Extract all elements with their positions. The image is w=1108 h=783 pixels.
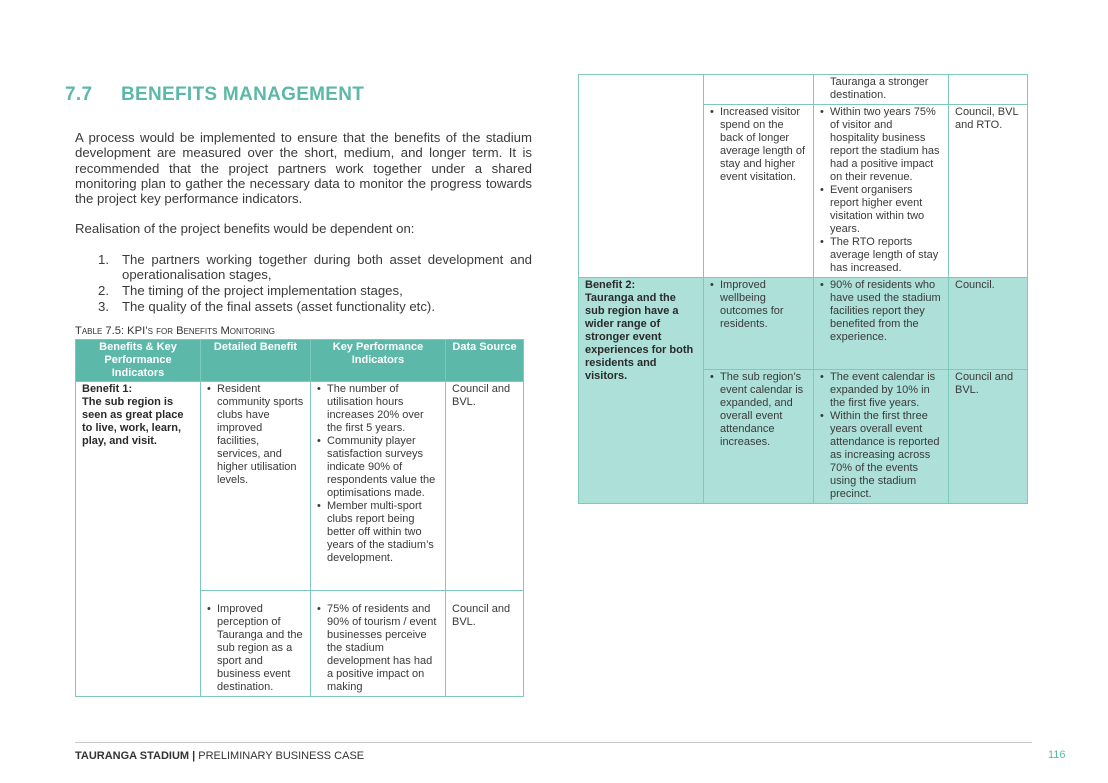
section-heading: 7.7 BENEFITS MANAGEMENT [65, 84, 364, 106]
kpi-item: Within the first three years overall eve… [820, 410, 942, 501]
page-number: 116 [1048, 749, 1066, 761]
detail-text: Improved wellbeing outcomes for resident… [710, 279, 807, 331]
table-row: Benefit 1: The sub region is seen as gre… [75, 381, 524, 697]
list-number: 1. [98, 252, 109, 267]
kpi-item: The number of utilisation hours increase… [317, 383, 439, 435]
kpi-item: Within two years 75% of visitor and hosp… [820, 106, 942, 184]
section-title: BENEFITS MANAGEMENT [121, 84, 365, 105]
kpi-item: The event calendar is expanded by 10% in… [820, 371, 942, 410]
benefit-2-cell: Benefit 2: Tauranga and the sub region h… [578, 277, 704, 504]
table-caption: Table 7.5: KPI’s for Benefits Monitoring [75, 325, 275, 337]
kpi-item: Community player satisfaction surveys in… [317, 435, 439, 500]
kpi-continuation-text: Tauranga a stronger destination. [830, 76, 929, 101]
detail-cell: Increased visitor spend on the back of l… [703, 104, 814, 278]
detail-text: The sub region’s event calendar is expan… [710, 371, 807, 449]
table-row: Tauranga a stronger destination. [578, 74, 1028, 278]
source-cell: Council, BVL and RTO. [948, 104, 1028, 278]
empty-benefit-cell [578, 74, 704, 278]
detail-text: Resident community sports clubs have imp… [207, 383, 304, 487]
kpi-continuation-cell: Tauranga a stronger destination. [813, 74, 949, 105]
list-text: The timing of the project implementation… [122, 283, 403, 299]
kpi-item: The RTO reports average length of stay h… [820, 236, 942, 275]
section-number: 7.7 [65, 84, 93, 105]
list-number: 3. [98, 298, 109, 314]
dependency-intro: Realisation of the project benefits woul… [75, 221, 415, 236]
source-cell: Council and BVL. [445, 590, 524, 697]
list-item: 3. The quality of the final assets (asset… [75, 299, 532, 314]
source-cell: Council and BVL. [445, 381, 524, 591]
footer-doc-subtitle: PRELIMINARY BUSINESS CASE [198, 750, 365, 762]
empty-source-cell [948, 74, 1028, 105]
kpi-cell: 90% of residents who have used the stadi… [813, 277, 949, 370]
benefit-1-title: Benefit 1: [82, 383, 133, 395]
source-cell: Council and BVL. [948, 369, 1028, 504]
detail-cell: Improved wellbeing outcomes for resident… [703, 277, 814, 370]
kpi-table-part-2: Tauranga a stronger destination. Increas… [578, 74, 1028, 504]
header-detailed-benefit: Detailed Benefit [200, 339, 311, 382]
list-item: 2. The timing of the project implementati… [75, 283, 532, 298]
table-row: Increased visitor spend on the back of l… [579, 104, 1028, 278]
detail-text: Improved perception of Tauranga and the … [207, 603, 304, 694]
benefit-2-desc: Tauranga and the sub region have a wider… [585, 292, 694, 382]
kpi-item: 90% of residents who have used the stadi… [820, 279, 942, 344]
kpi-cell: 75% of residents and 90% of tourism / ev… [310, 590, 446, 697]
header-kpi: Key Performance Indicators [310, 339, 446, 382]
footer-doc-name: TAURANGA STADIUM | [75, 750, 196, 762]
benefit-1-cell: Benefit 1: The sub region is seen as gre… [75, 381, 201, 697]
benefit-2-title: Benefit 2: [585, 279, 636, 291]
kpi-table-part-1: Benefits & Key Performance Indicators De… [75, 339, 524, 697]
header-benefits: Benefits & Key Performance Indicators [75, 339, 201, 382]
kpi-cell: The event calendar is expanded by 10% in… [813, 369, 949, 504]
detail-cell: Improved perception of Tauranga and the … [200, 590, 311, 697]
footer-doc-title: TAURANGA STADIUM | PRELIMINARY BUSINESS … [75, 750, 364, 762]
table-row: Improved perception of Tauranga and the … [76, 590, 524, 697]
dependency-list: 1. The partners working together during b… [75, 252, 532, 315]
header-data-source: Data Source [445, 339, 524, 382]
table-header-row: Benefits & Key Performance Indicators De… [75, 339, 524, 382]
detail-cell: Resident community sports clubs have imp… [200, 381, 311, 591]
kpi-item: Member multi-sport clubs report being be… [317, 500, 439, 565]
kpi-cell: The number of utilisation hours increase… [310, 381, 446, 591]
table-row: Benefit 2: Tauranga and the sub region h… [578, 277, 1028, 504]
benefit-1-desc: The sub region is seen as great place to… [82, 396, 184, 447]
list-item: 1. The partners working together during b… [75, 252, 532, 283]
footer-divider [75, 742, 1032, 743]
kpi-item: Event organisers report higher event vis… [820, 184, 942, 236]
empty-detail-cell [703, 74, 814, 105]
source-cell: Council. [948, 277, 1028, 370]
table-row: The sub region’s event calendar is expan… [579, 369, 1028, 504]
detail-text: Increased visitor spend on the back of l… [710, 106, 807, 184]
detail-cell: The sub region’s event calendar is expan… [703, 369, 814, 504]
list-text: The quality of the final assets (asset f… [122, 298, 435, 314]
kpi-cell: Within two years 75% of visitor and hosp… [813, 104, 949, 278]
list-text: The partners working together during bot… [122, 252, 532, 283]
kpi-item: 75% of residents and 90% of tourism / ev… [317, 603, 439, 694]
list-number: 2. [98, 283, 109, 299]
intro-paragraph: A process would be implemented to ensure… [75, 130, 532, 207]
